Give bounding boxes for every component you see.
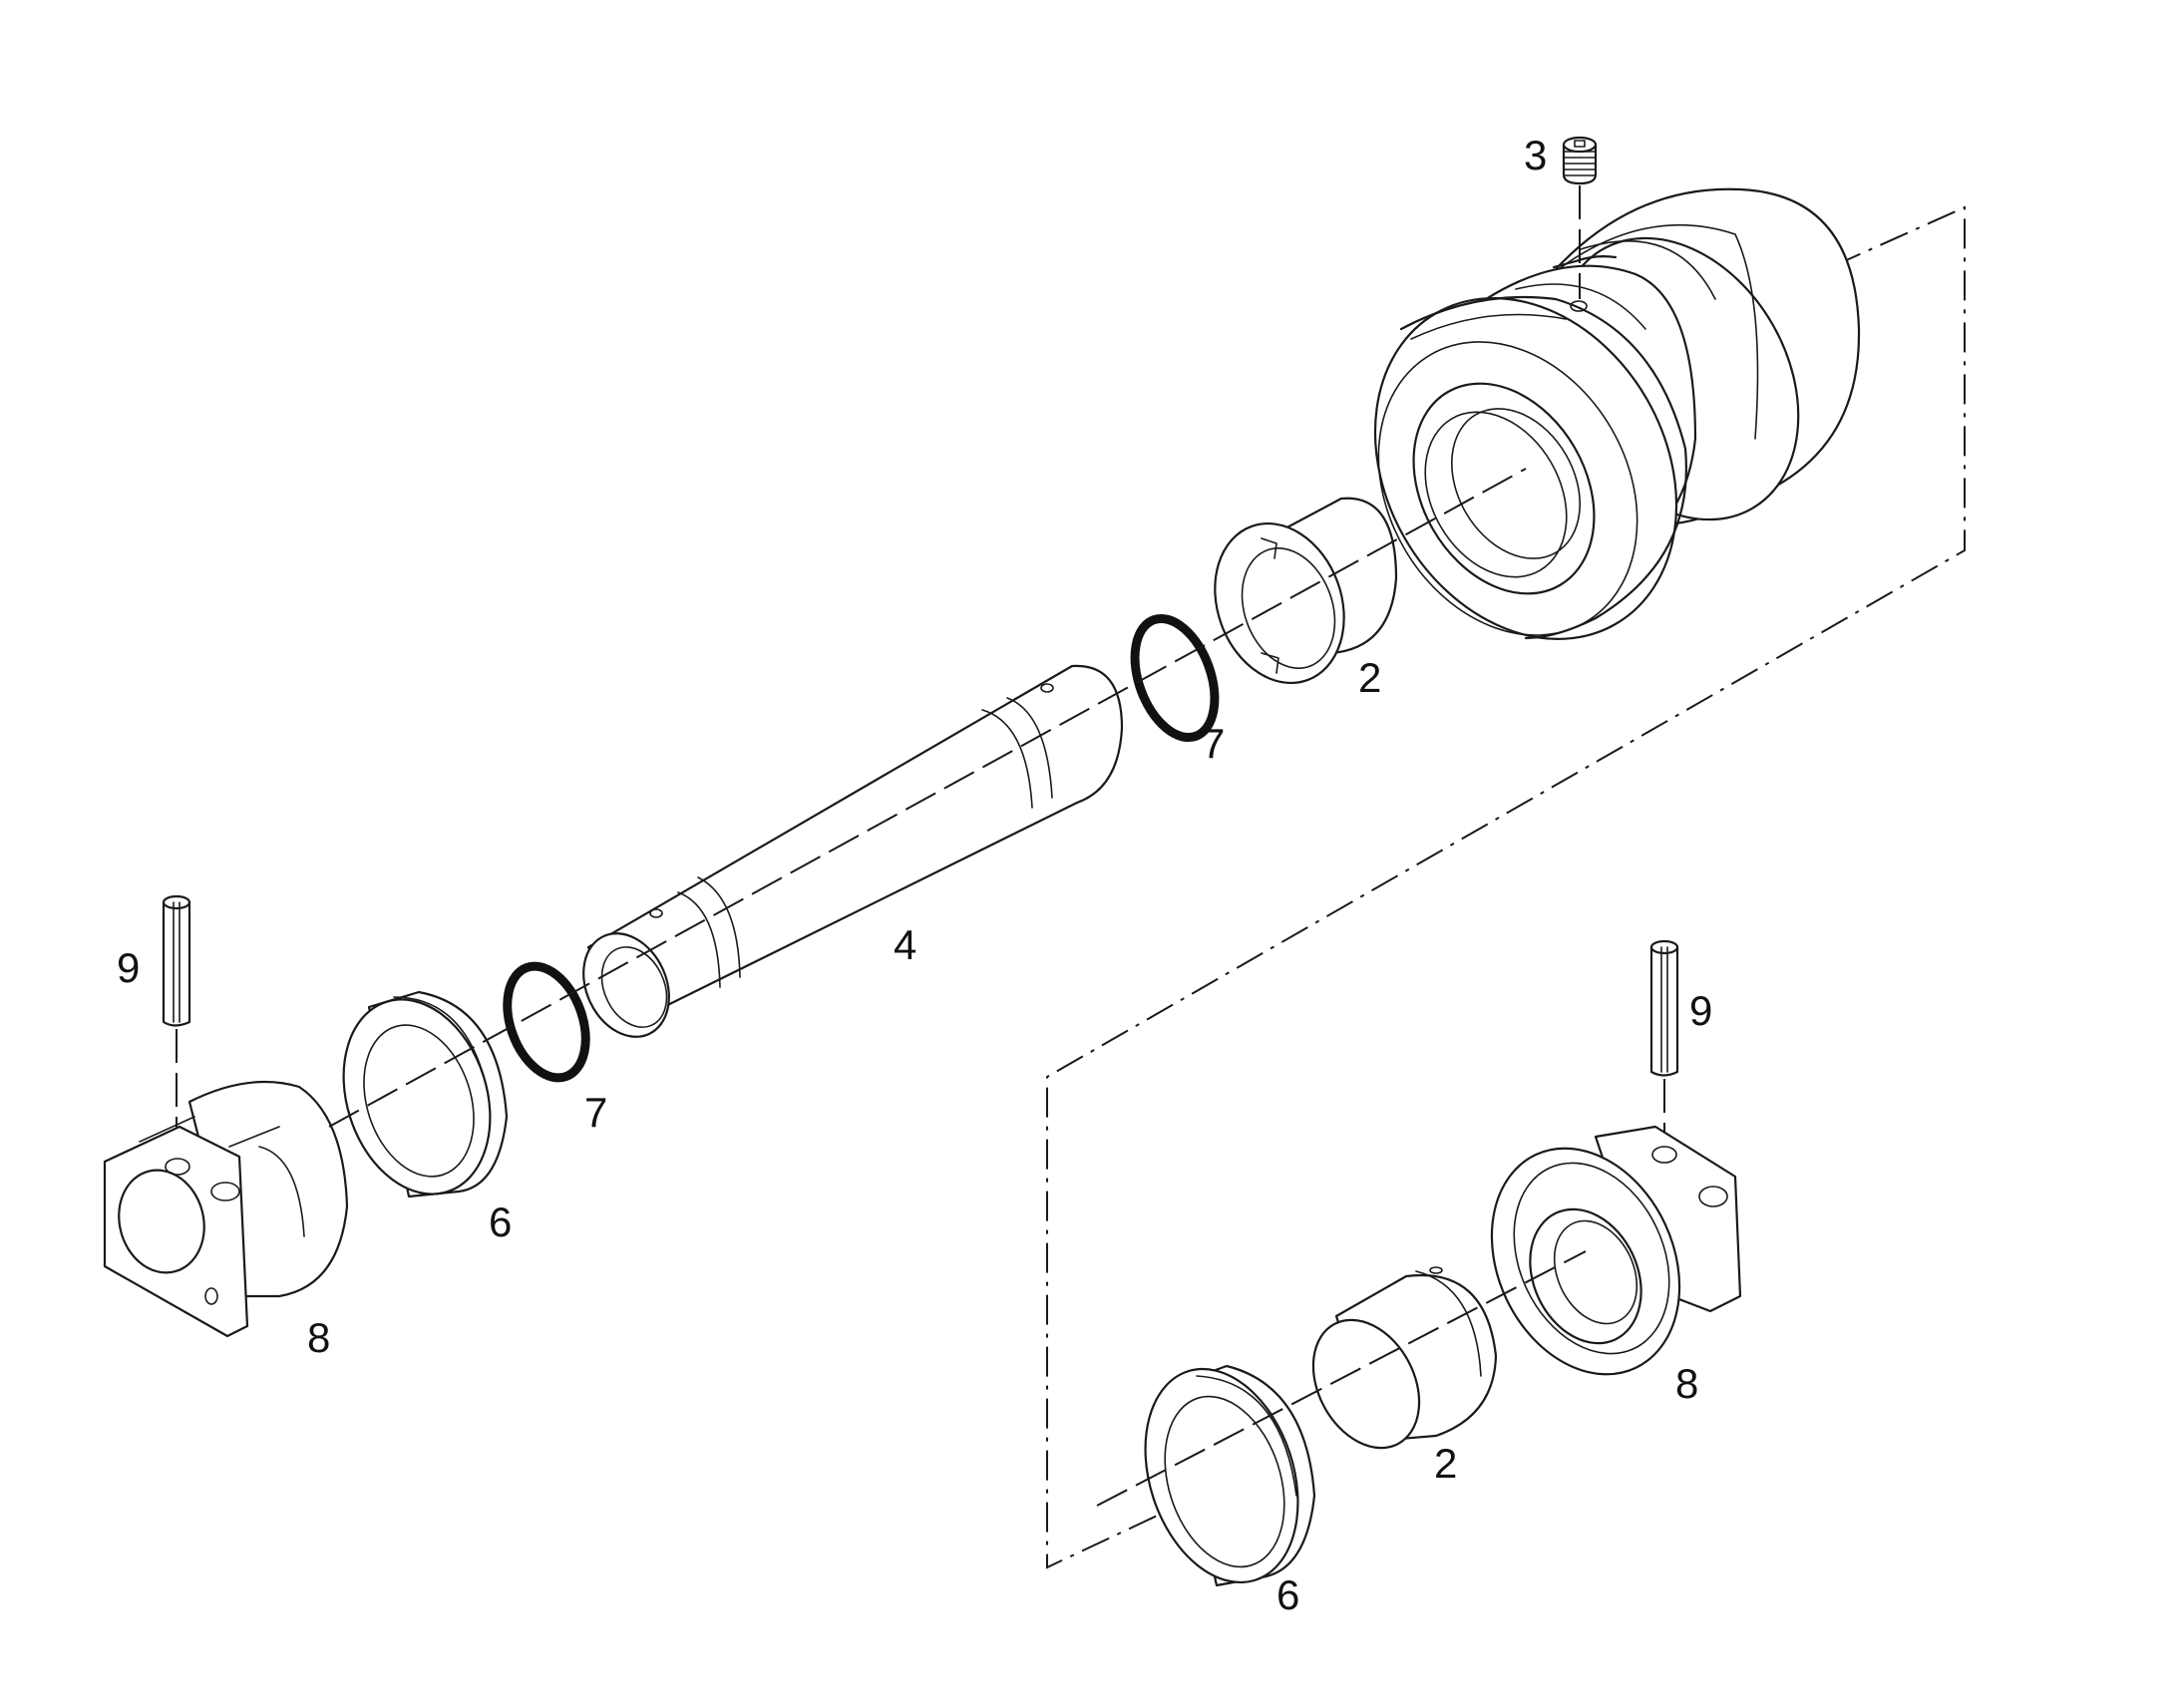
callout-8-left: 8: [307, 1314, 330, 1361]
callout-9-right: 9: [1689, 987, 1712, 1034]
callout-6-left: 6: [489, 1198, 512, 1245]
callout-4: 4: [894, 921, 916, 968]
callout-8-right: 8: [1675, 1360, 1698, 1407]
callout-7-left: 7: [584, 1089, 607, 1136]
shaft: [582, 664, 1124, 1038]
callout-3: 3: [1524, 132, 1547, 178]
assembly-boundary: [1046, 205, 1966, 1569]
right-seal: [1144, 1364, 1316, 1587]
left-roll-pin: [162, 894, 191, 1162]
callout-9-left: 9: [117, 944, 140, 991]
left-oring: [503, 961, 590, 1083]
callout-6-right: 6: [1276, 1571, 1299, 1618]
callout-labels: 3 2 7 4 9 7 6 8 9 8 2 6: [117, 132, 1712, 1618]
right-collar: [1490, 1125, 1742, 1376]
track-roller: [1373, 187, 1861, 640]
right-roll-pin: [1649, 939, 1679, 1157]
left-collar: [103, 1080, 349, 1338]
lower-bushing: [1311, 1266, 1498, 1450]
callout-2-upper: 2: [1358, 654, 1381, 701]
left-seal: [342, 990, 509, 1198]
callout-2-lower: 2: [1434, 1440, 1457, 1487]
set-screw: [1562, 136, 1598, 299]
callout-7-upper: 7: [1202, 720, 1225, 767]
upper-oring: [1130, 613, 1220, 743]
